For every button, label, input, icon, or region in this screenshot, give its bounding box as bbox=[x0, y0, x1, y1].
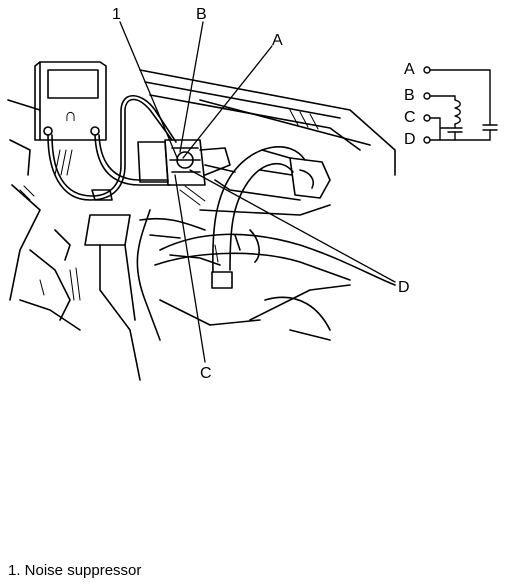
suppressor-schematic bbox=[423, 66, 498, 144]
figure-caption: 1. Noise suppressor bbox=[8, 562, 142, 579]
schematic-label-a: A bbox=[404, 61, 415, 78]
callout-leaders bbox=[119, 21, 396, 363]
ignition-cable bbox=[211, 146, 331, 289]
callout-d: D bbox=[398, 279, 410, 296]
callout-1: 1 bbox=[112, 6, 121, 23]
engine-bay-outline bbox=[7, 69, 396, 381]
schematic-label-d: D bbox=[404, 131, 416, 148]
multimeter bbox=[34, 61, 107, 141]
schematic-label-c: C bbox=[404, 109, 416, 126]
callout-c: C bbox=[200, 365, 212, 382]
meter-ohm-symbol: ∩ bbox=[64, 105, 77, 125]
shading-hatch bbox=[19, 109, 319, 301]
schematic-label-b: B bbox=[404, 87, 415, 104]
callout-a: A bbox=[272, 32, 283, 49]
callout-b: B bbox=[196, 6, 207, 23]
noise-suppressor bbox=[137, 139, 236, 186]
